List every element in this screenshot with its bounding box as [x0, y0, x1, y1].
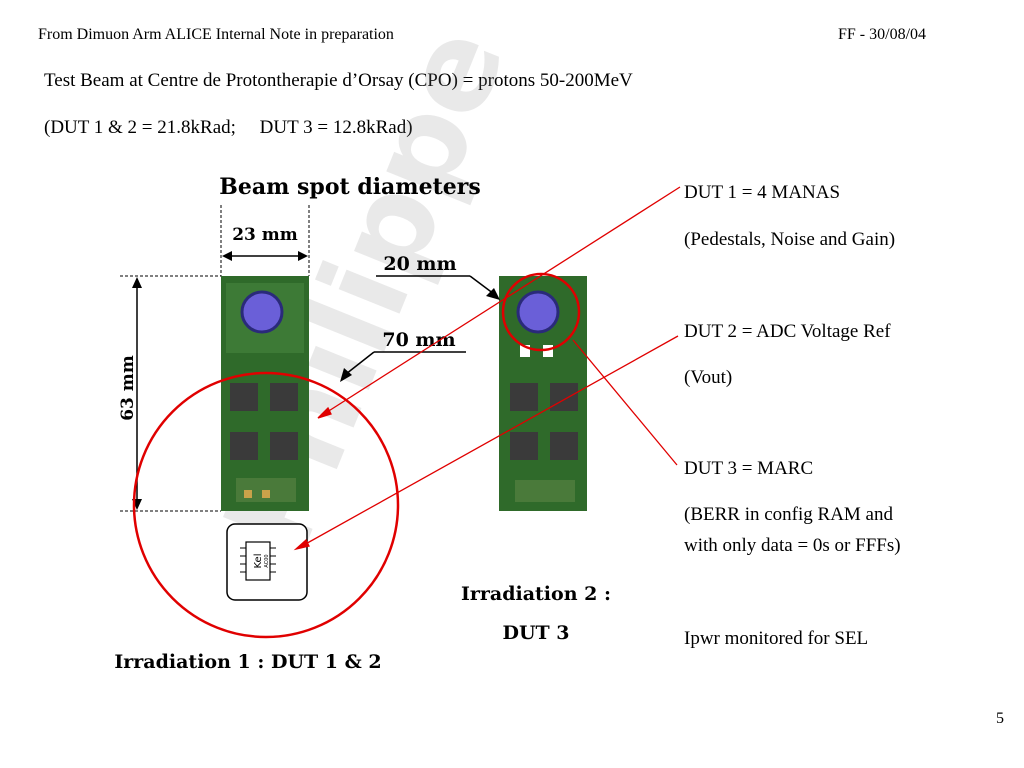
page-number: 5	[996, 710, 1004, 727]
dimension-23mm: 23 mm	[220, 205, 310, 276]
dut3-desc-1: (BERR in config RAM and	[684, 504, 893, 525]
beam-spot-20mm	[501, 272, 581, 352]
header-left: From Dimuon Arm ALICE Internal Note in p…	[38, 26, 394, 43]
annotation-arrows	[293, 186, 681, 551]
dut2-title: DUT 2 = ADC Voltage Ref	[684, 321, 891, 342]
caption-irradiation-1: Irradiation 1 : DUT 1 & 2	[114, 651, 381, 673]
dut3-desc-2: with only data = 0s or FFFs)	[684, 535, 901, 556]
caption-irradiation-2-line2: DUT 3	[502, 622, 569, 644]
arrow-dut2	[301, 335, 679, 547]
intro-line-1: Test Beam at Centre de Protontherapie d’…	[44, 70, 633, 91]
arrow-dut3	[572, 339, 678, 466]
header-right: FF - 30/08/04	[838, 26, 927, 43]
ipwr-note: Ipwr monitored for SEL	[684, 628, 869, 649]
dut1-desc: (Pedestals, Noise and Gain)	[684, 229, 896, 250]
dut2-desc: (Vout)	[684, 367, 733, 388]
beam-spot-70mm	[132, 371, 400, 639]
board-1	[221, 276, 309, 511]
chip-label: Kel	[253, 554, 264, 569]
intro-line-2: (DUT 1 & 2 = 21.8kRad; DUT 3 = 12.8kRad)	[44, 117, 413, 138]
dimension-70mm: 70 mm	[340, 329, 466, 382]
chip-sub-label: AC00	[264, 554, 270, 567]
dim-23-label: 23 mm	[232, 225, 298, 245]
dim-20-label: 20 mm	[383, 253, 456, 275]
dut3-title: DUT 3 = MARC	[684, 458, 814, 479]
board-2	[499, 276, 587, 511]
dimension-63mm: 63 mm	[118, 275, 221, 512]
dut1-title: DUT 1 = 4 MANAS	[684, 182, 841, 203]
dim-70-label: 70 mm	[382, 329, 455, 351]
figure-title: Beam spot diameters	[219, 174, 480, 200]
caption-irradiation-2-line1: Irradiation 2 :	[461, 583, 611, 605]
arrow-dut1	[323, 186, 681, 415]
dimension-20mm: 20 mm	[376, 253, 500, 300]
chip-dut2: Kel AC00	[226, 523, 308, 601]
dim-63-label: 63 mm	[118, 355, 138, 421]
